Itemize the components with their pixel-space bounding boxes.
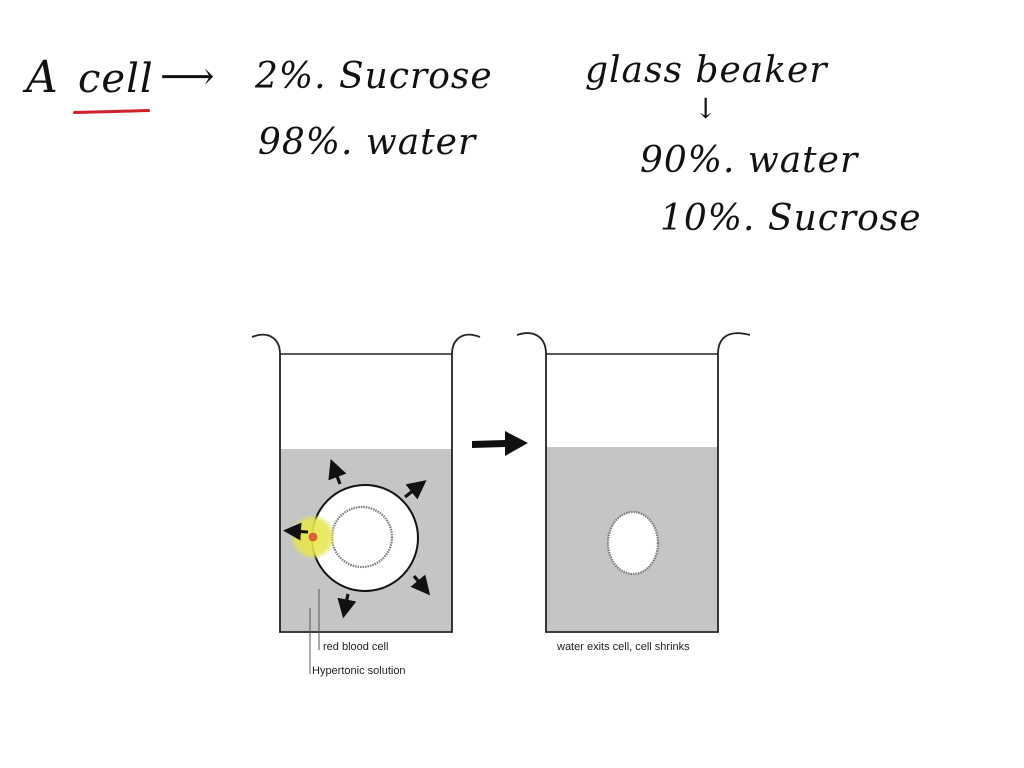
arrow-left bbox=[283, 522, 309, 541]
note-beaker-water: 90%. water bbox=[640, 140, 859, 181]
note-beaker-sucrose: 10%. Sucrose bbox=[660, 198, 922, 239]
label-hypertonic-solution: Hypertonic solution bbox=[312, 665, 406, 677]
note-glass-beaker: glass beaker bbox=[585, 50, 828, 91]
left-beaker bbox=[251, 333, 481, 674]
shrunken-cell bbox=[606, 510, 660, 576]
arrow-up bbox=[328, 459, 347, 485]
label-red-blood-cell: red blood cell bbox=[323, 641, 389, 653]
transition-arrow-icon bbox=[472, 431, 528, 456]
note-prefix-a: A bbox=[26, 52, 59, 103]
arrow-down bbox=[337, 593, 357, 619]
right-beaker bbox=[516, 332, 751, 633]
right-arrow-icon: ⟶ bbox=[160, 54, 216, 98]
note-cell-word: cell bbox=[78, 56, 154, 102]
down-arrow-icon: ↓ bbox=[694, 92, 719, 125]
arrow-up-right bbox=[404, 480, 427, 500]
note-cell-sucrose: 2%. Sucrose bbox=[255, 56, 493, 97]
red-blood-cell-inner bbox=[330, 505, 394, 569]
caption-cell-shrinks: water exits cell, cell shrinks bbox=[557, 641, 690, 653]
note-cell-water: 98%. water bbox=[258, 122, 477, 163]
arrow-down-right bbox=[410, 574, 431, 596]
pointer-marker bbox=[308, 532, 318, 542]
